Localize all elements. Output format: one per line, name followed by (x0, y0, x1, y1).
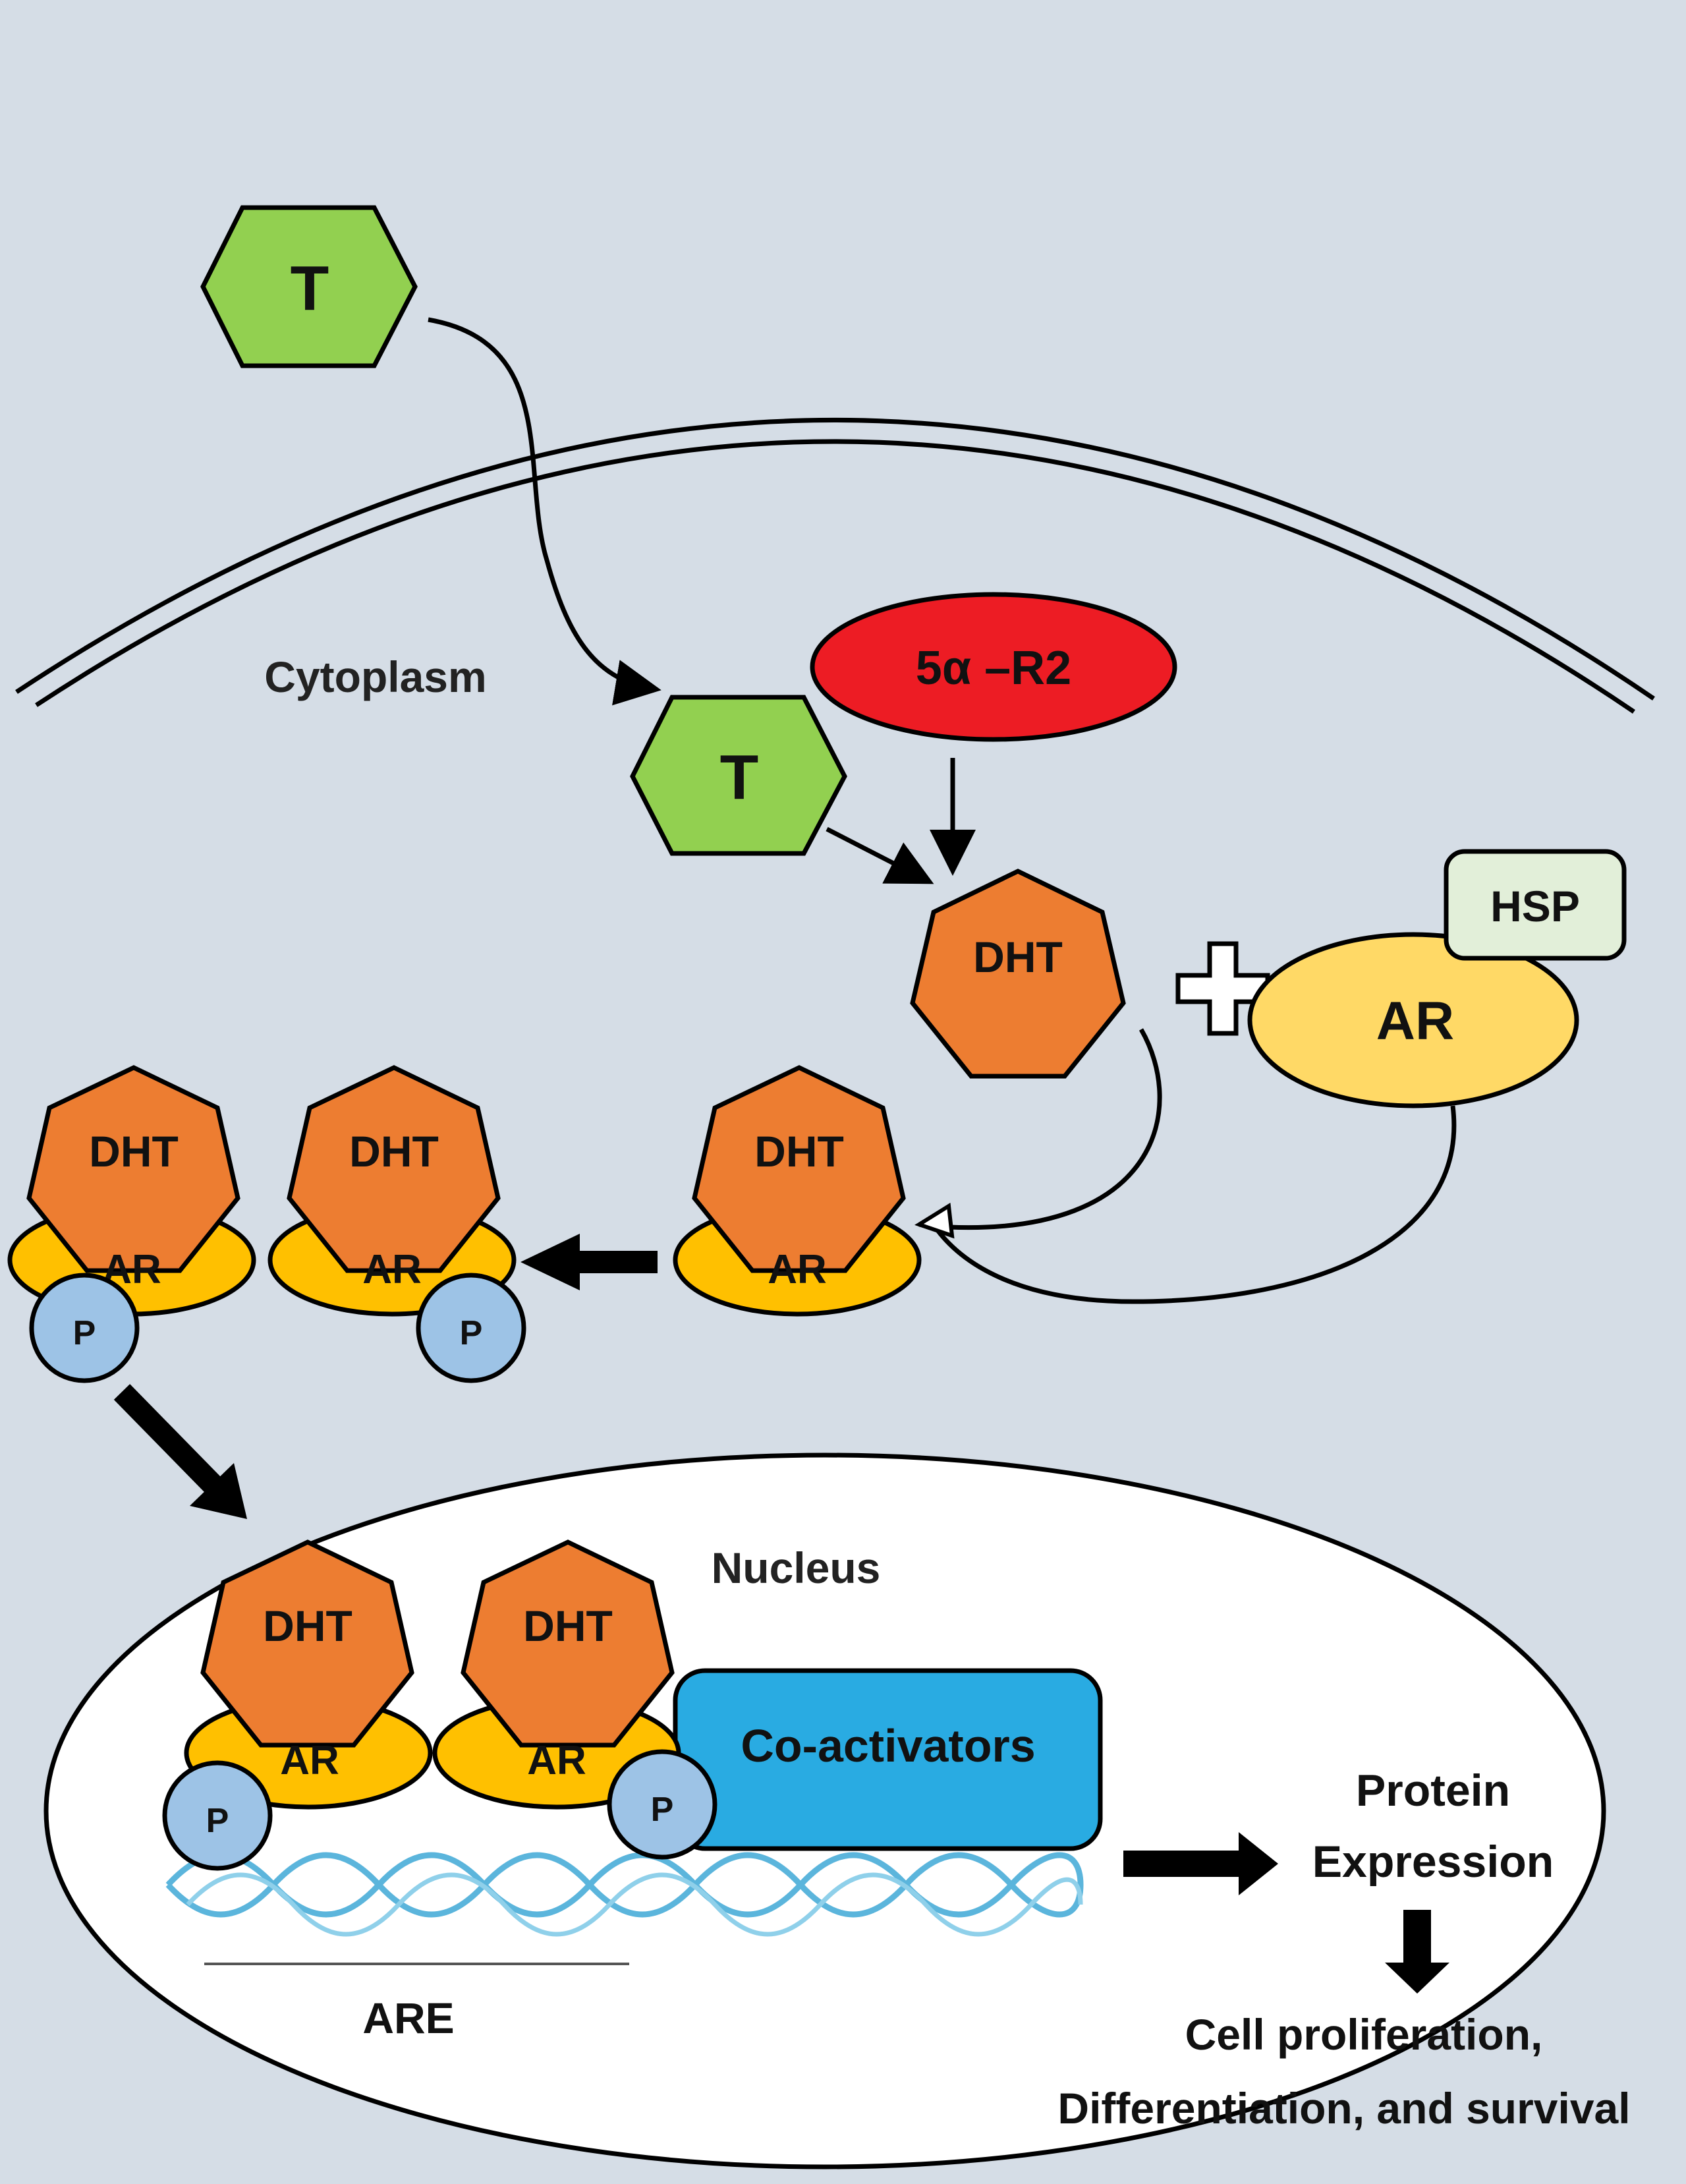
dht-ar-p-complex-1: DHT AR P (7, 1065, 256, 1383)
testosterone-intracellular: T (630, 695, 847, 856)
nuclear-dht-ar-p-complex-2: DHT AR P (432, 1539, 717, 1860)
thick-arrow-translocation (113, 1384, 247, 1519)
arrow-dht-binding (918, 1028, 1162, 1230)
ar-label-c3: AR (768, 1247, 827, 1292)
dht-label-n1: DHT (263, 1601, 352, 1650)
5a-reductase-label: 5α –R2 (916, 642, 1071, 695)
5a-reductase-enzyme: 5α –R2 (810, 592, 1177, 742)
testosterone-extracellular: T (200, 205, 418, 368)
arrow-ar-binding (932, 1105, 1457, 1304)
cytoplasm-label: Cytoplasm (264, 652, 486, 701)
dht-label-c1: DHT (89, 1127, 179, 1176)
ar-label-n1: AR (280, 1738, 339, 1783)
heat-shock-protein: HSP (1444, 849, 1627, 961)
phosphate-label-n2: P (651, 1791, 674, 1829)
dht-label-c2: DHT (349, 1127, 439, 1176)
hsp-label: HSP (1490, 882, 1580, 931)
nucleus-label: Nucleus (712, 1543, 881, 1592)
dht-free-label: DHT (973, 933, 1063, 981)
thick-arrow-expression (1123, 1832, 1278, 1895)
dht-ar-p-complex-2: DHT AR P (267, 1065, 526, 1383)
coactivators-label: Co-activators (741, 1720, 1035, 1771)
dna-helix (165, 1852, 1084, 1937)
ar-free-label: AR (1376, 991, 1454, 1051)
androgen-receptor-free: AR (1247, 932, 1579, 1108)
protein-expression-line2: Expression (1312, 1837, 1554, 1887)
testosterone-inner-label: T (720, 742, 759, 813)
protein-expression-line1: Protein (1356, 1766, 1510, 1816)
nuclear-dht-ar-p-complex-1: DHT AR P (162, 1539, 433, 1871)
phosphate-label-c2: P (460, 1314, 483, 1352)
dht-label-n2: DHT (523, 1601, 613, 1650)
are-label: ARE (362, 1994, 454, 2042)
arrow-t-entry (428, 317, 661, 706)
phosphate-label-n1: P (206, 1802, 229, 1840)
ar-label-c2: AR (362, 1247, 422, 1292)
cell-membrane (15, 418, 1655, 714)
open-arrowhead (914, 1202, 955, 1239)
dht-ar-complex: DHT AR (673, 1065, 922, 1317)
ar-label-n2: AR (527, 1738, 586, 1783)
outcome-line2: Differentiation, and survival (1057, 2084, 1630, 2133)
arrow-t-to-dht (826, 826, 934, 884)
coactivators-complex: Co-activators (673, 1668, 1103, 1851)
phosphate-label-c1: P (73, 1314, 96, 1352)
dht-free: DHT (910, 869, 1126, 1079)
dht-label-c3: DHT (754, 1127, 844, 1176)
thick-arrow-phosphorylation (520, 1234, 658, 1290)
outcome-line1: Cell proliferation, (1185, 2010, 1543, 2059)
thick-arrow-down (1385, 1910, 1449, 1994)
testosterone-label: T (291, 253, 329, 324)
